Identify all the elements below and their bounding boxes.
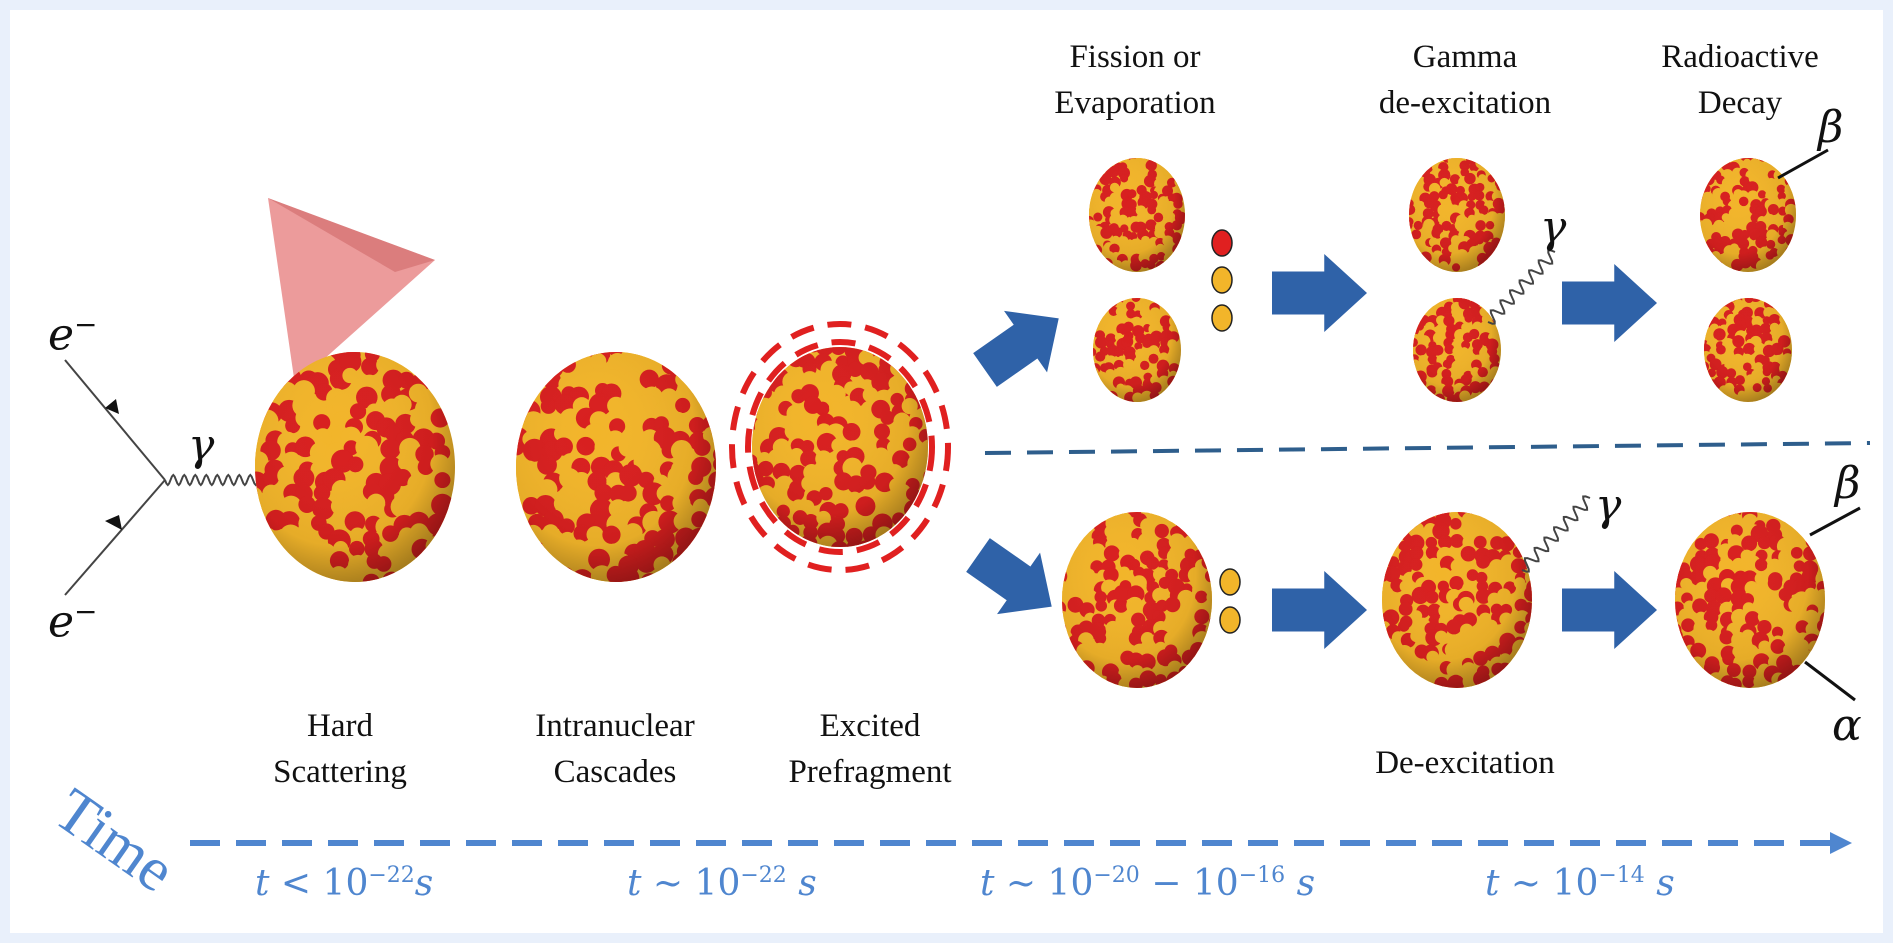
- electron-symbol-lower: e−: [48, 595, 98, 648]
- diagram-art: [64, 148, 1871, 854]
- nucleus-hard-scattering: [255, 352, 455, 582]
- arrow-to-decay-lower: [1562, 571, 1657, 649]
- gamma-symbol-vertex: γ: [188, 420, 215, 471]
- time-label-hard: t < 10−22s: [255, 863, 434, 904]
- excitation-rings: [729, 321, 951, 573]
- evaporation-residue: [1062, 512, 1212, 688]
- time-label-prefragment: t ~ 10−20 − 10−16 s: [980, 863, 1316, 904]
- beta-symbol-upper: β: [1818, 102, 1844, 153]
- time-label-cascade: t ~ 10−22 s: [627, 863, 817, 904]
- electron-symbol-upper: e−: [48, 308, 98, 361]
- electron-arrow-lower: [105, 515, 122, 530]
- electron-arrow-upper: [105, 399, 119, 414]
- gamma-symbol-upper: γ: [1540, 202, 1567, 253]
- time-axis-arrowhead: [1830, 832, 1852, 854]
- gamma-fragment-upper: [1409, 158, 1505, 272]
- fission-fragment-upper: [1089, 158, 1185, 272]
- emitted-nucleons: [1211, 229, 1241, 634]
- alpha-symbol: α: [1832, 700, 1862, 751]
- beta-track-lower: [1809, 506, 1861, 537]
- process-arrows: [966, 254, 1657, 649]
- arrow-to-gamma-lower: [1272, 571, 1367, 649]
- gamma-wiggle-upper: [1487, 249, 1556, 325]
- label-de-excitation: De-excitation: [1375, 745, 1555, 781]
- decay-fragment-upper: [1700, 158, 1796, 272]
- beta-track-upper: [1777, 148, 1829, 180]
- branch-divider: [984, 441, 1871, 455]
- time-label-deexcitation: t ~ 10−14 s: [1485, 863, 1675, 904]
- arrow-to-fission: [973, 310, 1059, 387]
- arrow-to-decay-upper: [1562, 264, 1657, 342]
- gamma-fragment-lower: [1413, 298, 1501, 402]
- beta-symbol-lower: β: [1835, 458, 1861, 509]
- nucleus-intranuclear-cascade: [516, 352, 716, 582]
- decayed-residue: [1675, 512, 1825, 688]
- alpha-track: [1804, 660, 1856, 702]
- arrow-to-evaporation: [966, 538, 1052, 615]
- deexcited-residue: [1382, 512, 1532, 688]
- gamma-wiggle-lower: [1521, 495, 1591, 573]
- gamma-symbol-lower: γ: [1595, 480, 1622, 531]
- nucleus-excited-prefragment: [752, 347, 928, 547]
- electron-vertex: [64, 359, 276, 596]
- fission-fragment-lower: [1093, 298, 1181, 402]
- arrow-to-gamma-upper: [1272, 254, 1367, 332]
- decay-fragment-lower: [1704, 298, 1792, 402]
